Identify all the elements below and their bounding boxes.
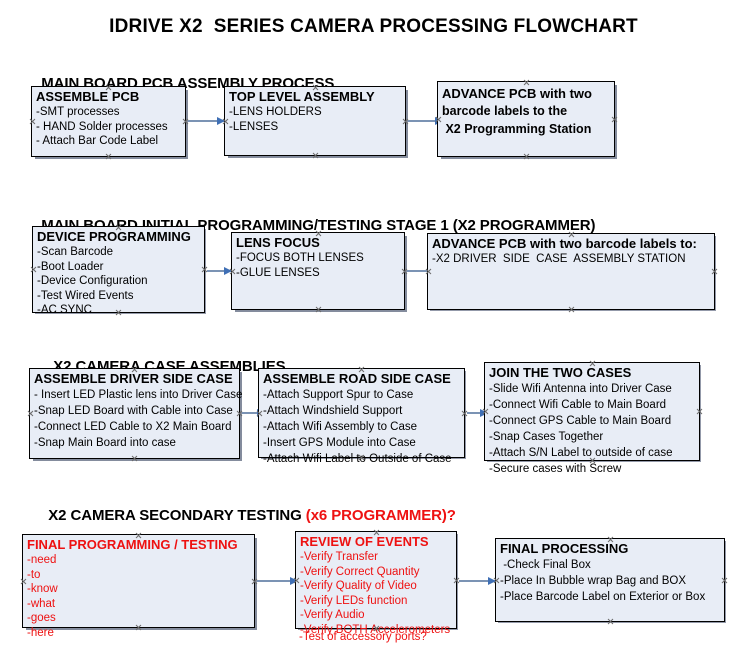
resize-handle-left[interactable] <box>30 266 37 273</box>
node-line: -Attach Wifi Label to Outside of Case <box>263 453 452 465</box>
node-line: - Attach Bar Code Label <box>36 135 159 147</box>
node-line: -Verify Correct Quantity <box>300 565 420 578</box>
node-lens-focus[interactable]: LENS FOCUS -FOCUS BOTH LENSES -GLUE LENS… <box>231 232 405 310</box>
section-heading-accent: (x6 PROGRAMMER)? <box>305 507 456 524</box>
resize-handle-left[interactable] <box>27 410 34 417</box>
node-line: -LENS HOLDERS <box>229 106 322 118</box>
node-line: -GLUE LENSES <box>236 266 320 279</box>
node-title: FINAL PROGRAMMING / TESTING <box>27 537 238 552</box>
page-title: IDRIVE X2 SERIES CAMERA PROCESSING FLOWC… <box>109 16 638 37</box>
section-heading-text: X2 CAMERA SECONDARY TESTING <box>48 507 306 524</box>
node-line: -to <box>27 568 41 581</box>
node-advance-pcb-to-x2-station[interactable]: ADVANCE PCB with two barcode labels to t… <box>437 81 615 157</box>
node-line: -Place In Bubble wrap Bag and BOX <box>500 575 687 587</box>
node-title: DEVICE PROGRAMMING <box>37 229 191 244</box>
node-final-programming-testing[interactable]: FINAL PROGRAMMING / TESTING -need -to -k… <box>20 534 255 639</box>
node-line: -Connect GPS Cable to Main Board <box>489 415 672 427</box>
node-advance-pcb-to-driver-side[interactable]: ADVANCE PCB with two barcode labels to: … <box>427 233 715 310</box>
node-line: -Place Barcode Label on Exterior or Box <box>500 591 706 603</box>
resize-handle-bottom[interactable] <box>105 153 112 160</box>
resize-handle-left[interactable] <box>20 578 27 585</box>
node-line: -Scan Barcode <box>37 246 114 258</box>
node-line: -Device Configuration <box>37 275 148 287</box>
node-title: JOIN THE TWO CASES <box>489 365 632 380</box>
node-line: -Check Final Box <box>500 559 591 571</box>
node-line: -Verify Quality of Video <box>300 580 417 592</box>
node-line: -Snap Cases Together <box>489 431 604 443</box>
node-line: X2 Programming Station <box>442 122 592 136</box>
node-line: -Test Wired Events <box>37 289 134 302</box>
arrow-head-icon <box>488 577 496 585</box>
node-line: -goes <box>27 612 56 624</box>
node-line: -Attach Windshield Support <box>263 405 403 417</box>
node-device-programming[interactable]: DEVICE PROGRAMMING -Scan Barcode -Boot L… <box>30 226 205 316</box>
node-line: -Attach Support Spur to Case <box>263 389 414 401</box>
resize-handle-right[interactable] <box>711 268 718 275</box>
connector-assemble-pcb-to-top-level-assembly <box>188 117 225 125</box>
resize-handle-bottom[interactable] <box>131 455 138 462</box>
node-line: -Verify Audio <box>300 609 365 621</box>
resize-handle-bottom[interactable] <box>568 306 575 313</box>
node-line: -X2 DRIVER SIDE CASE ASSEMBLY STATION <box>432 253 686 265</box>
node-assemble-road-side-case[interactable]: ASSEMBLE ROAD SIDE CASE -Attach Support … <box>258 368 465 465</box>
arrow-head-icon <box>224 267 232 275</box>
node-line: -Insert GPS Module into Case <box>263 437 416 449</box>
node-line: -know <box>27 583 58 595</box>
node-line: -what <box>27 597 56 610</box>
node-line: -Verify BOTH Accelerometers <box>300 623 451 636</box>
node-review-of-events-overflow-line: -Test of accessory ports? <box>299 631 427 643</box>
node-line: -SMT processes <box>36 106 120 118</box>
node-assemble-driver-side-case[interactable]: ASSEMBLE DRIVER SIDE CASE - Insert LED P… <box>27 368 243 462</box>
arrow-head-icon <box>217 117 225 125</box>
resize-handle-bottom[interactable] <box>607 618 614 625</box>
node-line: -FOCUS BOTH LENSES <box>236 252 364 264</box>
node-final-processing[interactable]: FINAL PROCESSING -Check Final Box -Place… <box>495 538 725 622</box>
node-title: TOP LEVEL ASSEMBLY <box>229 89 375 104</box>
connector-device-programming-to-lens-focus <box>207 267 232 275</box>
node-line: -Boot Loader <box>37 260 104 273</box>
resize-handle-top[interactable] <box>523 79 530 86</box>
connector-final-programming-to-review-of-events <box>257 577 298 585</box>
node-title: LENS FOCUS <box>236 235 320 250</box>
node-line: -LENSES <box>229 120 279 133</box>
node-line: -AC SYNC <box>37 304 92 316</box>
node-line: -Snap LED Board with Cable into Case <box>34 405 233 417</box>
node-line: - Insert LED Plastic lens into Driver Ca… <box>34 389 243 401</box>
resize-handle-bottom[interactable] <box>312 152 319 159</box>
node-line: -Connect Wifi Cable to Main Board <box>489 399 667 411</box>
node-title: FINAL PROCESSING <box>500 541 629 556</box>
node-line: -need <box>27 554 57 566</box>
node-line: -here <box>27 626 54 639</box>
connector-review-of-events-to-final-processing <box>459 577 496 585</box>
node-line: -Verify LEDs function <box>300 594 408 607</box>
node-title: REVIEW OF EVENTS <box>300 534 429 549</box>
node-title: ADVANCE PCB with two <box>442 86 592 101</box>
node-title: ASSEMBLE ROAD SIDE CASE <box>263 371 451 386</box>
node-top-level-assembly[interactable]: TOP LEVEL ASSEMBLY -LENS HOLDERS -LENSES <box>224 86 406 156</box>
node-line: -Secure cases with Screw <box>489 463 622 475</box>
node-title: ADVANCE PCB with two barcode labels to: <box>432 236 697 251</box>
node-line: -Attach Wifi Assembly to Case <box>263 421 418 433</box>
node-line: -Attach S/N Label to outside of case <box>489 447 673 459</box>
section-heading-x2-camera-secondary-testing: X2 CAMERA SECONDARY TESTING (x6 PROGRAMM… <box>32 490 456 541</box>
node-title: ASSEMBLE DRIVER SIDE CASE <box>34 371 233 386</box>
node-review-of-events[interactable]: REVIEW OF EVENTS -Verify Transfer -Verif… <box>295 531 457 636</box>
resize-handle-bottom[interactable] <box>523 153 530 160</box>
resize-handle-left[interactable] <box>29 118 36 125</box>
node-line: -Slide Wifi Antenna into Driver Case <box>489 383 672 395</box>
node-line: - HAND Solder processes <box>36 120 168 133</box>
node-assemble-pcb[interactable]: ASSEMBLE PCB -SMT processes - HAND Solde… <box>31 86 186 157</box>
node-line: -Snap Main Board into case <box>34 437 176 449</box>
node-line: -Verify Transfer <box>300 551 378 563</box>
arrow-head-icon <box>290 577 298 585</box>
node-title: ASSEMBLE PCB <box>36 89 140 104</box>
node-line: barcode labels to the <box>442 104 568 118</box>
node-join-the-two-cases[interactable]: JOIN THE TWO CASES -Slide Wifi Antenna i… <box>484 362 700 475</box>
node-line: -Connect LED Cable to X2 Main Board <box>34 421 232 433</box>
resize-handle-bottom[interactable] <box>315 306 322 313</box>
